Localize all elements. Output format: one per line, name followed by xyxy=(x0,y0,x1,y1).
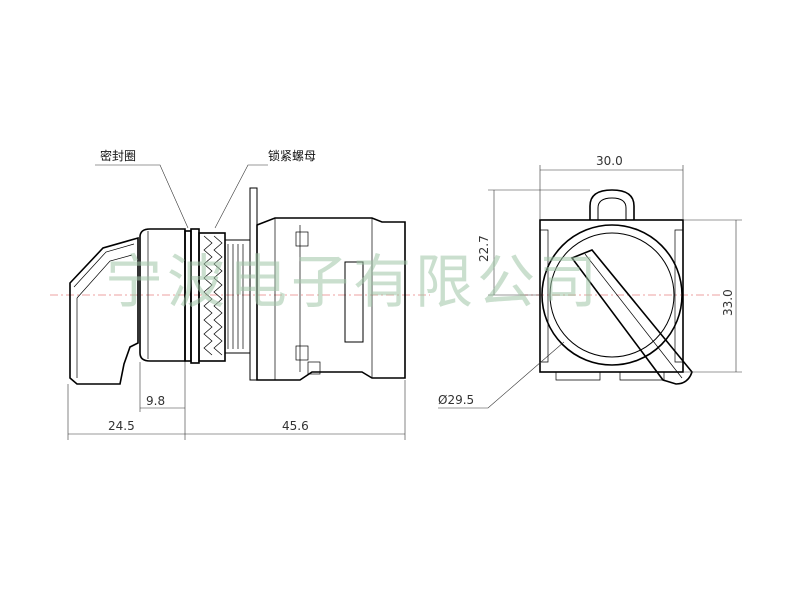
neck-thread-lines xyxy=(227,244,244,349)
dim-24-5: 24.5 xyxy=(108,419,135,433)
front-square-body xyxy=(539,219,684,373)
lock-nut-label: 锁紧螺母 xyxy=(268,148,316,163)
front-lever-ridge xyxy=(584,253,683,379)
bezel-circle-inner xyxy=(549,232,675,358)
dim-45-6: 45.6 xyxy=(282,419,309,433)
seal-ring-leader xyxy=(95,164,189,229)
body-clip-bottom xyxy=(295,345,309,361)
seal-ring-label: 密封圈 xyxy=(100,148,136,163)
bezel-circle-outer xyxy=(541,224,683,366)
dim-9-8: 9.8 xyxy=(146,394,165,408)
body-window xyxy=(344,261,364,343)
lever-edge-2 xyxy=(76,254,133,299)
front-body-feet xyxy=(555,372,665,381)
side-view: 密封圈 锁紧螺母 9.8 24.5 45.6 xyxy=(50,148,430,440)
dim-29-5: Ø29.5 xyxy=(438,393,474,407)
lever-outline xyxy=(69,236,139,385)
front-view: 30.0 22.7 33.0 Ø29.5 xyxy=(438,154,742,409)
switch-body xyxy=(256,217,406,381)
dim-30-0: 30.0 xyxy=(596,154,623,168)
dim-33-0: 33.0 xyxy=(721,289,735,316)
front-body-edges xyxy=(540,229,683,363)
dim-22-7: 22.7 xyxy=(477,235,491,262)
top-loop-inner xyxy=(597,197,627,220)
body-clip-top xyxy=(295,231,309,247)
lever-edge-1 xyxy=(73,243,135,288)
top-loop-outer xyxy=(589,189,635,220)
thread-right xyxy=(213,235,223,356)
body-terminal xyxy=(307,361,321,375)
lock-nut-leader xyxy=(214,164,268,229)
dim-leader-29-5 xyxy=(438,341,565,409)
thread-left xyxy=(203,235,213,356)
company-watermark: 宁波电子有限公司 xyxy=(105,248,601,316)
